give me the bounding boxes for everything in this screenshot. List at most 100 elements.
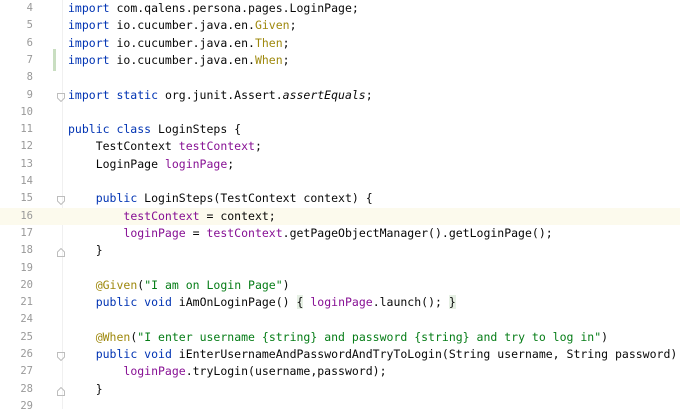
code-token: { <box>296 295 304 310</box>
code-token: public void <box>95 295 172 310</box>
code-text[interactable]: import io.cucumber.java.en.When; <box>68 52 290 69</box>
line-number: 12 <box>20 140 33 153</box>
code-token: } <box>68 243 103 258</box>
code-token: "I enter username {string} and password … <box>137 329 602 344</box>
code-line[interactable]: 13 LoginPage loginPage; <box>0 156 680 173</box>
code-token <box>68 226 123 240</box>
code-text[interactable]: public LoginSteps(TestContext context) { <box>68 190 373 207</box>
line-number: 20 <box>20 278 33 291</box>
code-line[interactable]: 20 @Given("I am on Login Page") <box>0 277 680 294</box>
code-text[interactable]: import io.cucumber.java.en.Then; <box>68 35 290 52</box>
code-line[interactable]: 24 <box>0 311 680 328</box>
code-line[interactable]: 10 <box>0 104 680 121</box>
code-token: "I am on Login Page" <box>144 277 283 292</box>
code-text[interactable]: import io.cucumber.java.en.Given; <box>68 17 297 34</box>
code-line[interactable]: 12 TestContext testContext; <box>0 138 680 155</box>
gutter-separator <box>62 0 63 409</box>
code-token: assertEquals <box>282 87 366 102</box>
code-line[interactable]: 21 public void iAmOnLoginPage() { loginP… <box>0 294 680 311</box>
code-token: testContext <box>123 208 200 223</box>
line-number-gutter[interactable] <box>0 0 62 409</box>
line-number: 25 <box>20 330 33 343</box>
line-number: 28 <box>20 382 33 395</box>
code-token <box>68 347 96 361</box>
line-number: 7 <box>26 53 33 66</box>
line-number: 26 <box>20 348 33 360</box>
code-token <box>68 364 123 378</box>
code-text[interactable]: public void iEnterUsernameAndPasswordAnd… <box>68 346 680 363</box>
code-token <box>68 191 96 205</box>
code-token: } <box>448 295 456 310</box>
line-number: 21 <box>20 296 33 309</box>
code-line[interactable]: 4 import com.qalens.persona.pages.LoginPa… <box>0 0 680 17</box>
code-line[interactable]: 27 loginPage.tryLogin(username,password)… <box>0 363 680 380</box>
vcs-change-marker[interactable] <box>53 49 56 71</box>
code-token: iEnterUsernameAndPasswordAndTryToLogin(S… <box>171 347 680 361</box>
code-text[interactable]: import static org.junit.Assert.assertEqu… <box>68 87 373 104</box>
code-token <box>68 295 96 309</box>
code-line[interactable]: 26 public void iEnterUsernameAndPassword… <box>0 346 680 363</box>
line-number: 4 <box>26 2 33 14</box>
code-line[interactable]: 11 public class LoginSteps { <box>0 121 680 138</box>
code-token: ; <box>365 87 373 102</box>
code-token: io.cucumber.java.en. <box>109 35 255 50</box>
code-token: org.junit.Assert. <box>158 87 283 102</box>
line-number: 29 <box>20 399 33 409</box>
code-line[interactable]: 8 <box>0 69 680 86</box>
code-text[interactable]: import com.qalens.persona.pages.LoginPag… <box>68 0 359 17</box>
line-number: 18 <box>20 244 33 257</box>
code-line[interactable]: 25 @When("I enter username {string} and … <box>0 329 680 346</box>
code-token: ( <box>130 329 138 344</box>
code-token: testContext <box>178 139 255 154</box>
code-token: public void <box>95 347 172 361</box>
code-token: testContext <box>206 225 283 240</box>
line-number: 16 <box>20 209 33 222</box>
code-text[interactable]: } <box>68 242 103 259</box>
code-text[interactable]: } <box>68 381 103 398</box>
code-line[interactable]: 19 <box>0 260 680 277</box>
code-token: .tryLogin(username,password); <box>185 364 387 379</box>
code-text[interactable]: TestContext testContext; <box>68 138 262 155</box>
code-token <box>68 278 96 292</box>
code-token: iAmOnLoginPage() <box>171 295 297 310</box>
code-text[interactable]: loginPage.tryLogin(username,password); <box>68 363 387 380</box>
code-line[interactable]: 15 public LoginSteps(TestContext context… <box>0 190 680 207</box>
code-text[interactable]: public class LoginSteps { <box>68 121 241 138</box>
code-text[interactable]: loginPage = testContext.getPageObjectMan… <box>68 225 552 242</box>
code-line[interactable]: 7 import io.cucumber.java.en.When; <box>0 52 680 69</box>
line-number: 15 <box>20 192 33 205</box>
code-line[interactable]: 17 loginPage = testContext.getPageObject… <box>0 225 680 242</box>
code-token: import <box>68 35 110 50</box>
code-line[interactable]: 29 <box>0 398 680 409</box>
code-text[interactable]: @When("I enter username {string} and pas… <box>68 329 608 346</box>
code-token: Then <box>254 35 283 50</box>
code-line[interactable]: 28 } <box>0 381 680 398</box>
fold-close-icon[interactable] <box>57 246 65 258</box>
fold-open-icon[interactable] <box>57 350 65 362</box>
fold-open-icon[interactable] <box>57 194 65 206</box>
code-token: public <box>95 191 138 206</box>
code-line[interactable]: 18 } <box>0 242 680 259</box>
fold-close-icon[interactable] <box>57 385 65 396</box>
code-text[interactable]: @Given("I am on Login Page") <box>68 277 290 294</box>
code-token: = <box>185 225 207 240</box>
fold-open-icon[interactable] <box>57 91 65 102</box>
code-text[interactable]: LoginPage loginPage; <box>68 156 235 173</box>
code-token: ; <box>254 139 262 154</box>
code-token: ) <box>282 277 290 292</box>
code-line[interactable]: 16 testContext = context; <box>0 207 680 225</box>
code-text[interactable]: public void iAmOnLoginPage() { loginPage… <box>68 294 456 311</box>
line-number: 19 <box>20 261 33 274</box>
code-line[interactable]: 14 <box>0 173 680 190</box>
line-number: 11 <box>20 123 33 136</box>
code-line[interactable]: 6 import io.cucumber.java.en.Then; <box>0 35 680 52</box>
code-text[interactable]: testContext = context; <box>68 208 275 225</box>
code-token: Given <box>254 18 290 33</box>
code-token: ; <box>227 156 235 171</box>
code-token: io.cucumber.java.en. <box>109 18 255 33</box>
line-number: 6 <box>26 36 33 49</box>
line-number: 10 <box>20 105 33 118</box>
